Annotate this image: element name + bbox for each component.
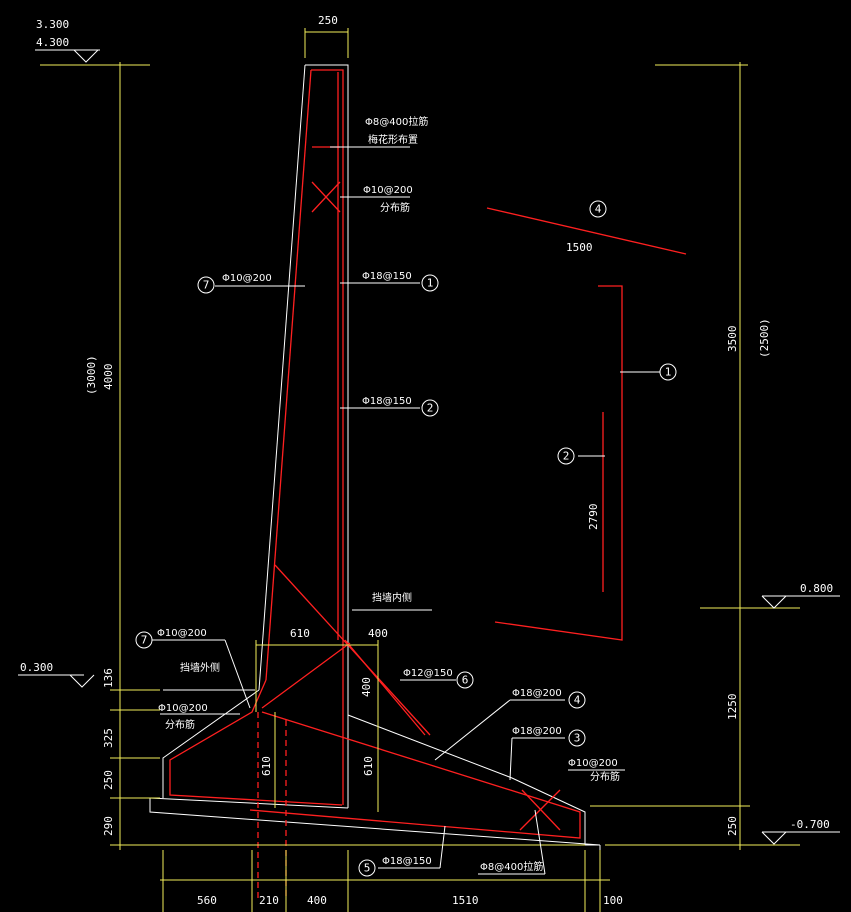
dim-bottom-400: 400: [307, 894, 327, 907]
note-outer-side: 挡墙外侧: [180, 661, 220, 674]
label-dist-top: Φ10@200: [363, 185, 413, 196]
marker-2-stem: 2: [421, 399, 439, 417]
label-dist-right-note: 分布筋: [590, 770, 620, 783]
marker-2-detail-text: 2: [563, 450, 570, 463]
label-bar1: Φ18@150: [362, 271, 412, 282]
dim-inner-610-v-right: 610: [362, 756, 375, 776]
note-inner-side: 挡墙内侧: [372, 591, 412, 604]
dim-bar4-length: 1500: [566, 241, 593, 254]
label-bar6: Φ12@150: [403, 668, 453, 679]
dim-136: 136: [102, 668, 115, 688]
label-bottom-tie: Φ8@400拉筋: [480, 860, 543, 873]
label-bar2: Φ18@150: [362, 396, 412, 407]
label-dist-right: Φ10@200: [568, 758, 618, 769]
dim-right-250: 250: [726, 816, 739, 836]
marker-2-stem-text: 2: [427, 402, 434, 415]
dim-right-1250: 1250: [726, 694, 739, 721]
marker-3-text: 3: [574, 732, 581, 745]
marker-5: 5: [358, 859, 376, 877]
label-dist-left: Φ10@200: [158, 703, 208, 714]
dim-right-3500: 3500: [726, 326, 739, 353]
dim-bottom-100: 100: [603, 894, 623, 907]
label-dist-left-note: 分布筋: [165, 718, 195, 731]
dim-inner-610-v-left: 610: [260, 756, 273, 776]
marker-7-toe-text: 7: [141, 634, 148, 647]
wall-outline: [149, 64, 601, 860]
marker-4-detail: 4: [589, 200, 607, 218]
label-bar5: Φ18@150: [382, 856, 432, 867]
marker-4-detail-text: 4: [595, 203, 602, 216]
elevation-top-a: 3.300: [36, 18, 69, 31]
marker-1-detail-text: 1: [665, 366, 672, 379]
dim-bottom-1510: 1510: [452, 894, 479, 907]
marker-7-toe: 7: [135, 631, 153, 649]
dim-top-width: 250: [318, 14, 338, 27]
marker-4: 4: [568, 691, 586, 709]
marker-1-stem: 1: [421, 274, 439, 292]
elevation-left-ground: 0.300: [20, 661, 53, 674]
label-top-tie-note: 梅花形布置: [368, 133, 418, 146]
dim-bottom-560: 560: [197, 894, 217, 907]
marker-3: 3: [568, 729, 586, 747]
dim-inner-400-h: 400: [368, 627, 388, 640]
leader-lines: [152, 146, 660, 875]
marker-6: 6: [456, 671, 474, 689]
label-bar7-stem: Φ10@200: [222, 273, 272, 284]
label-bar3: Φ18@200: [512, 726, 562, 737]
dim-inner-610-h: 610: [290, 627, 310, 640]
dim-right-2500: (2500): [758, 318, 771, 358]
dim-left-height: 4000: [102, 364, 115, 391]
marker-6-text: 6: [462, 674, 469, 687]
dim-inner-400-v: 400: [360, 677, 373, 697]
marker-2-detail: 2: [557, 447, 575, 465]
dim-290: 290: [102, 816, 115, 836]
dim-left-height-alt: (3000): [85, 355, 98, 395]
dim-bar2-length: 2790: [587, 504, 600, 531]
label-bar7-toe: Φ10@200: [157, 628, 207, 639]
marker-7-stem: 7: [197, 276, 215, 294]
label-dist-top-note: 分布筋: [380, 201, 410, 214]
dimension-lines: [40, 28, 800, 912]
marker-1-stem-text: 1: [427, 277, 434, 290]
elevation-bottom: -0.700: [790, 818, 830, 831]
dim-325: 325: [102, 728, 115, 748]
marker-5-text: 5: [364, 862, 371, 875]
marker-4-text: 4: [574, 694, 581, 707]
elevation-top-b: 4.300: [36, 36, 69, 49]
elevation-markers: [18, 49, 840, 845]
marker-1-detail: 1: [659, 363, 677, 381]
elevation-right-ground: 0.800: [800, 582, 833, 595]
dim-bottom-210: 210: [259, 894, 279, 907]
marker-7-stem-text: 7: [203, 279, 210, 292]
dim-250-left: 250: [102, 770, 115, 790]
label-top-tie: Φ8@400拉筋: [365, 115, 428, 128]
label-bar4: Φ18@200: [512, 688, 562, 699]
ground-hatch: [163, 609, 432, 691]
